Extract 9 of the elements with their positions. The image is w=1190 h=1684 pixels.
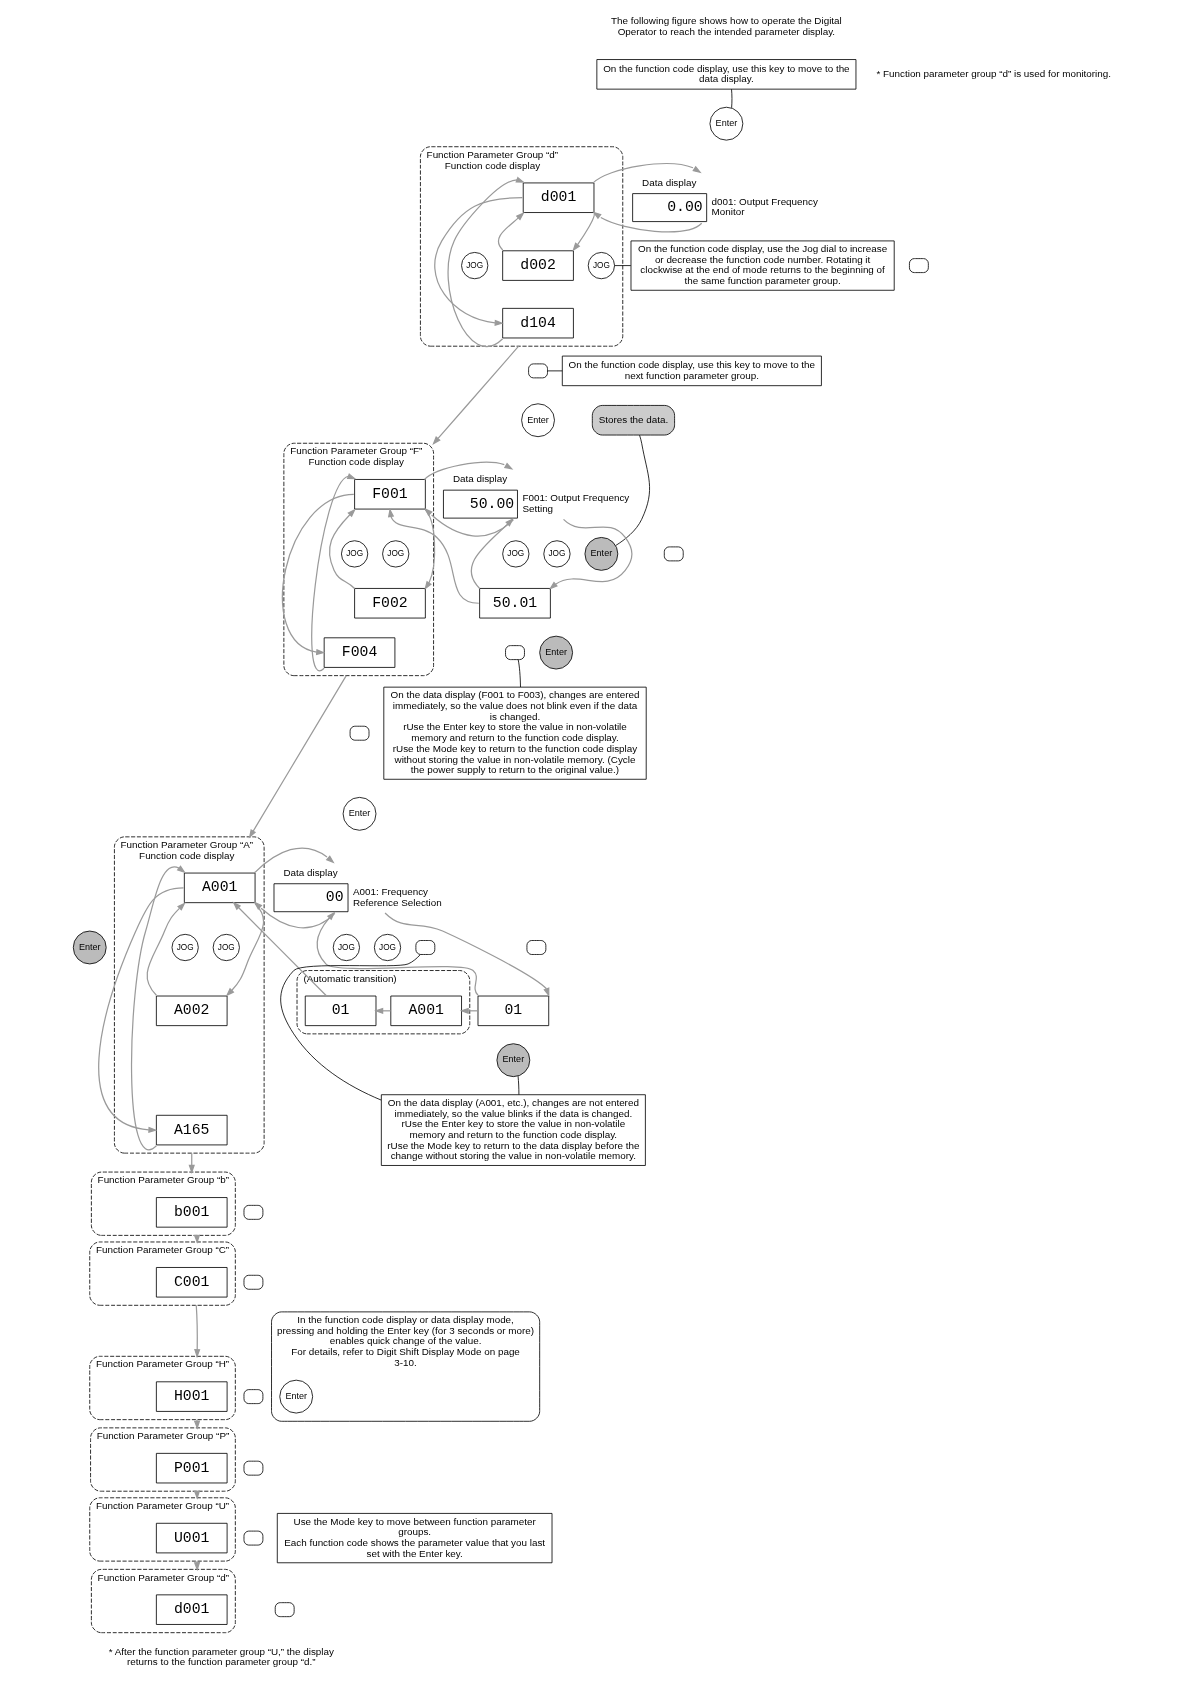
node-label: Data display [452, 473, 508, 485]
node-label: Data display [283, 867, 338, 879]
node-label: Data display [642, 176, 697, 188]
label: The following figure shows how to operate the Digital Operator to reach the intended parameter display. [611, 14, 842, 37]
label: * After the function parameter group “U,” the display returns to the function parameter group “d.” [108, 1645, 334, 1668]
node-label: F001: Output Frequency Setting [522, 492, 630, 515]
node-label: d001: Output Frequency Monitor [711, 195, 818, 218]
node-label: A001: Frequency Reference Selection [352, 885, 442, 908]
label: * Function parameter group “d” is used for monitoring. [876, 67, 1112, 79]
